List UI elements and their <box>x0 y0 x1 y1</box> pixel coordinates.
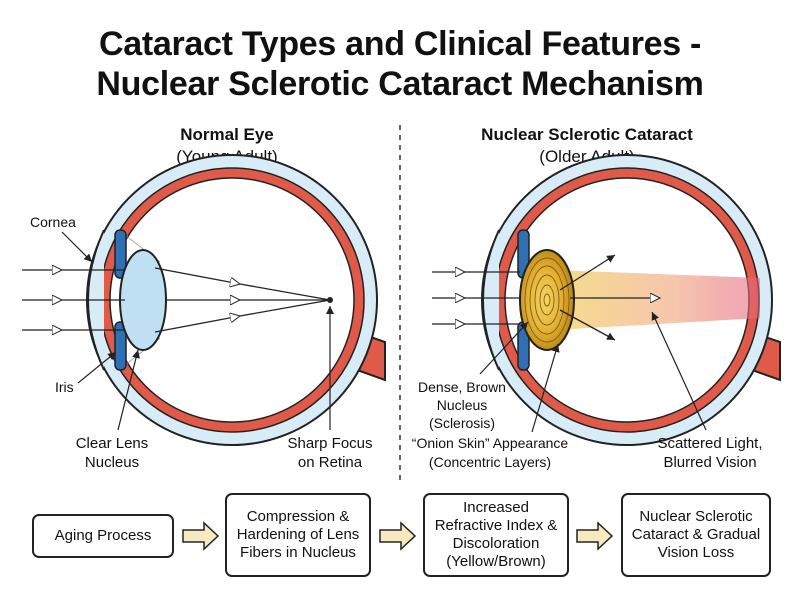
label-dense-nucleus-2: Nucleus <box>437 397 488 413</box>
label-onion-skin-1: “Onion Skin” Appearance <box>412 435 569 451</box>
clear-lens <box>119 249 167 351</box>
iris-upper <box>114 229 127 279</box>
cornea-cataract <box>482 229 500 371</box>
label-onion-skin-2: (Concentric Layers) <box>429 454 551 470</box>
label-clear-lens-1: Clear Lens <box>76 435 149 452</box>
flow-step-refractive-index: Increased Refractive Index & Discolorati… <box>423 493 569 577</box>
onion-skin-layers <box>524 257 570 343</box>
flow-arrow-1 <box>182 521 220 551</box>
focus-ray-1 <box>154 267 240 284</box>
page-title: Cataract Types and Clinical Features - N… <box>0 24 800 104</box>
flow-arrow-3 <box>576 521 614 551</box>
flow-arrow-2 <box>379 521 417 551</box>
label-clear-lens-2: Nucleus <box>85 454 139 471</box>
title-line-1: Cataract Types and Clinical Features - <box>98 25 702 63</box>
label-scattered-light-1: Scattered Light, <box>657 435 762 452</box>
scatter-ray-up <box>559 254 616 291</box>
title-line-2: Nuclear Sclerotic Cataract Mechanism <box>96 65 704 103</box>
label-scattered-light-2: Blurred Vision <box>663 454 756 471</box>
label-sharp-focus-2: on Retina <box>298 454 363 471</box>
flow-step-compression: Compression & Hardening of Lens Fibers i… <box>225 493 371 577</box>
scatter-ray-down <box>559 309 616 341</box>
normal-eye-heading: Normal Eye <box>180 125 274 144</box>
cataract-eye-heading: Nuclear Sclerotic Cataract <box>481 125 693 144</box>
cataract-eye-illustration <box>432 154 781 446</box>
label-sharp-focus-1: Sharp Focus <box>287 435 372 452</box>
focus-ray-3 <box>154 316 240 333</box>
normal-eye-illustration <box>22 154 386 446</box>
label-dense-nucleus-3: (Sclerosis) <box>429 415 495 431</box>
iris-lower <box>114 321 127 371</box>
cataract-lens <box>519 249 575 351</box>
flow-step-aging: Aging Process <box>32 514 174 558</box>
label-iris: Iris <box>55 379 74 395</box>
focal-point <box>327 297 333 303</box>
flow-step-vision-loss: Nuclear Sclerotic Cataract & Gradual Vis… <box>621 493 771 577</box>
label-dense-nucleus-1: Dense, Brown <box>418 379 506 395</box>
label-cornea: Cornea <box>30 214 76 230</box>
